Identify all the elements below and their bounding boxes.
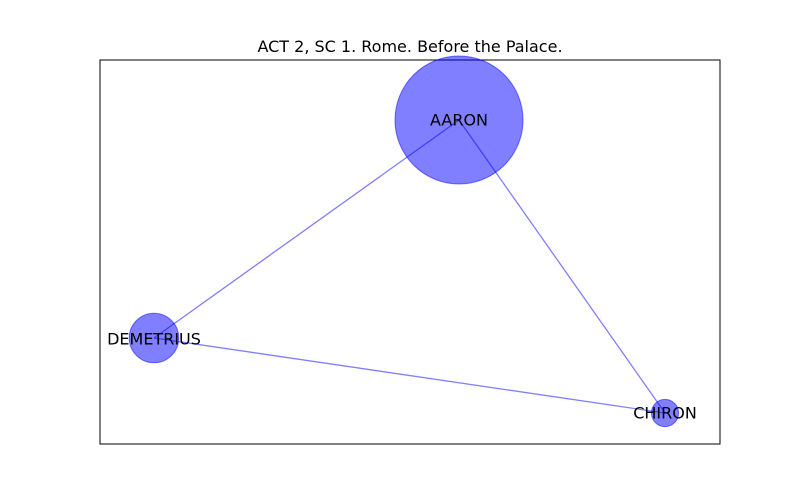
node-label-demetrius: DEMETRIUS — [107, 330, 201, 349]
edges-layer — [153, 119, 666, 414]
labels-layer: AARON DEMETRIUS CHIRON — [107, 111, 697, 423]
node-demetrius — [128, 312, 180, 364]
node-chiron — [650, 398, 680, 428]
node-aaron — [394, 55, 524, 185]
figure-title: ACT 2, SC 1. Rome. Before the Palace. — [257, 37, 562, 56]
nodes-layer — [128, 55, 680, 428]
node-label-chiron: CHIRON — [633, 404, 697, 423]
node-label-aaron: AARON — [430, 111, 488, 130]
edge-demetrius-chiron — [153, 337, 666, 414]
plot-frame — [99, 59, 721, 445]
